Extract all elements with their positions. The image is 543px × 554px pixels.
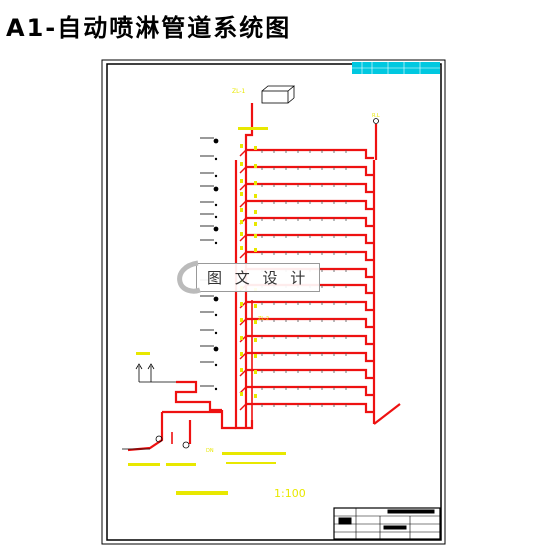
floor-branch-pipe	[246, 368, 374, 380]
floor-branch-pipe	[246, 182, 374, 194]
floor-branch-pipe	[246, 300, 374, 312]
floor-valve-tag	[254, 354, 257, 358]
floor-branch-pipe	[246, 250, 374, 262]
floor-branch-pipe	[246, 216, 374, 228]
svg-text:ZL-1: ZL-1	[232, 88, 246, 95]
floor-sprinkler-symbol	[214, 203, 218, 207]
floor-valve-tag	[254, 146, 257, 150]
floor-tee	[239, 149, 247, 157]
water-tank	[261, 85, 296, 104]
floor-valve-tag	[254, 304, 257, 308]
title-block	[333, 507, 441, 540]
scale-label: 1:100	[274, 487, 306, 500]
floor-sprinkler-symbol	[214, 215, 218, 219]
floor-branch-pipe	[246, 351, 374, 363]
floor-pipe-tag	[240, 302, 243, 306]
floor-sprinkler-symbol	[213, 226, 219, 232]
floor-pipe-tag	[240, 246, 243, 250]
inlet-connections	[135, 363, 176, 383]
floor-branch-pipe	[246, 402, 374, 414]
floor-valve-tag	[254, 164, 257, 168]
floor-annotations	[200, 137, 257, 398]
floor-pipe-tag	[240, 144, 243, 148]
floor-pipe-tag	[240, 192, 243, 196]
floor-tee	[239, 234, 247, 242]
floor-sprinkler-symbol	[213, 346, 219, 352]
svg-text:DN: DN	[206, 448, 214, 454]
floor-branch-pipe	[246, 334, 374, 346]
floor-pipe-tag	[240, 220, 243, 224]
floor-sprinkler-symbol	[214, 363, 218, 367]
floor-branch-pipe	[246, 199, 374, 211]
floor-valve-tag	[254, 394, 257, 398]
floor-pipe-tag	[240, 368, 243, 372]
floor-sprinkler-symbol	[214, 241, 218, 245]
svg-text:ZL-2: ZL-2	[258, 316, 269, 322]
floor-sprinkler-symbol	[213, 296, 219, 302]
floor-pipe-tag	[240, 179, 243, 183]
floor-tee	[239, 369, 247, 377]
floor-sprinkler-symbol	[214, 174, 218, 178]
floor-pipe-tag	[240, 232, 243, 236]
floor-pipe-tag	[240, 336, 243, 340]
floor-valve-tag	[254, 222, 257, 226]
floor-valve-tag	[254, 234, 257, 238]
floor-sprinkler-symbol	[214, 313, 218, 317]
watermark-logo-icon	[177, 260, 201, 294]
pipe-network	[127, 103, 401, 452]
floor-sprinkler-symbol	[213, 138, 219, 144]
floor-sprinkler-symbol	[214, 387, 218, 391]
floor-tee	[239, 200, 247, 208]
floor-pipe-tag	[240, 392, 243, 396]
floor-valve-tag	[254, 194, 257, 198]
floor-valve-tag	[254, 210, 257, 214]
floor-valve-tag	[254, 370, 257, 374]
watermark-text: 图 文 设 计	[196, 262, 321, 292]
floor-tee	[239, 251, 247, 259]
bottom-loop	[234, 416, 254, 430]
floor-branch-pipe	[246, 165, 374, 177]
floor-branch-pipe	[246, 317, 374, 329]
floor-pipe-tag	[240, 318, 243, 322]
floor-sprinkler-symbol	[213, 186, 219, 192]
page-title: A1-自动喷淋管道系统图	[6, 14, 292, 42]
riser-top-feed	[244, 103, 254, 150]
floor-branch-pipe	[246, 385, 374, 397]
floor-valve-tag	[254, 248, 257, 252]
floor-valve-tag	[254, 338, 257, 342]
right-bottom-elbow	[373, 403, 401, 425]
supply-line	[174, 380, 222, 412]
bottom-connect	[220, 410, 236, 430]
floor-pipe-tag	[240, 162, 243, 166]
floor-pipe-tag	[240, 352, 243, 356]
floor-valve-tag	[254, 181, 257, 185]
floor-sprinkler-symbol	[214, 157, 218, 161]
header-table	[352, 62, 440, 74]
pump-symbols	[122, 118, 379, 450]
floor-branch-pipe	[246, 233, 374, 245]
drawing-inner-frame	[106, 63, 442, 541]
floor-tee	[239, 403, 247, 411]
floor-branch-pipe	[246, 148, 374, 160]
pipe-annotations: DN ZL-2 R.L	[128, 113, 380, 495]
floor-tee	[239, 183, 247, 191]
floor-valve-tag	[254, 320, 257, 324]
floor-sprinkler-symbol	[214, 331, 218, 335]
watermark: 图 文 设 计	[177, 260, 348, 294]
floor-tee	[239, 166, 247, 174]
svg-text:R.L: R.L	[372, 113, 380, 119]
floor-pipe-tag	[240, 208, 243, 212]
